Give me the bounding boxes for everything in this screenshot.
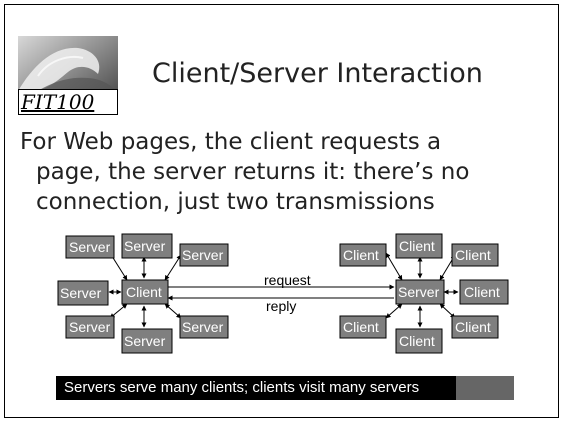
right-satellite-7: Client (455, 319, 491, 335)
left-satellite-7: Server (182, 319, 224, 335)
logo-label: FIT100 (18, 89, 118, 115)
body-line-3: connection, just two transmissions (36, 189, 435, 215)
right-satellite-3: Client (455, 247, 491, 263)
left-satellite-2: Server (124, 238, 166, 254)
slide-title: Client/Server Interaction (152, 58, 483, 89)
request-label: request (264, 272, 311, 288)
left-center-client: Client (126, 284, 162, 300)
left-satellite-6: Server (124, 333, 166, 349)
body-line-1: For Web pages, the client requests a (20, 129, 442, 155)
left-cluster: Server Server Server Server Client Serve… (57, 233, 229, 354)
body-line-2: page, the server returns it: there’s no (36, 159, 470, 185)
caption-bar-end (456, 376, 514, 400)
right-satellite-1: Client (343, 247, 379, 263)
right-satellite-4: Client (464, 284, 500, 300)
left-satellite-4: Server (60, 285, 102, 301)
right-satellite-2: Client (399, 238, 435, 254)
caption-bar: Servers serve many clients; clients visi… (56, 376, 514, 400)
left-satellite-5: Server (69, 319, 111, 335)
left-satellite-1: Server (69, 239, 111, 255)
right-satellite-6: Client (399, 333, 435, 349)
right-center-server: Server (398, 284, 440, 300)
right-satellite-5: Client (343, 319, 379, 335)
left-satellite-3: Server (182, 247, 224, 263)
caption-text: Servers serve many clients; clients visi… (64, 379, 420, 396)
right-cluster: Client Client Client Server Client Clien… (339, 233, 509, 354)
slide-body: For Web pages, the client requests a pag… (20, 127, 540, 217)
reply-label: reply (266, 298, 296, 314)
